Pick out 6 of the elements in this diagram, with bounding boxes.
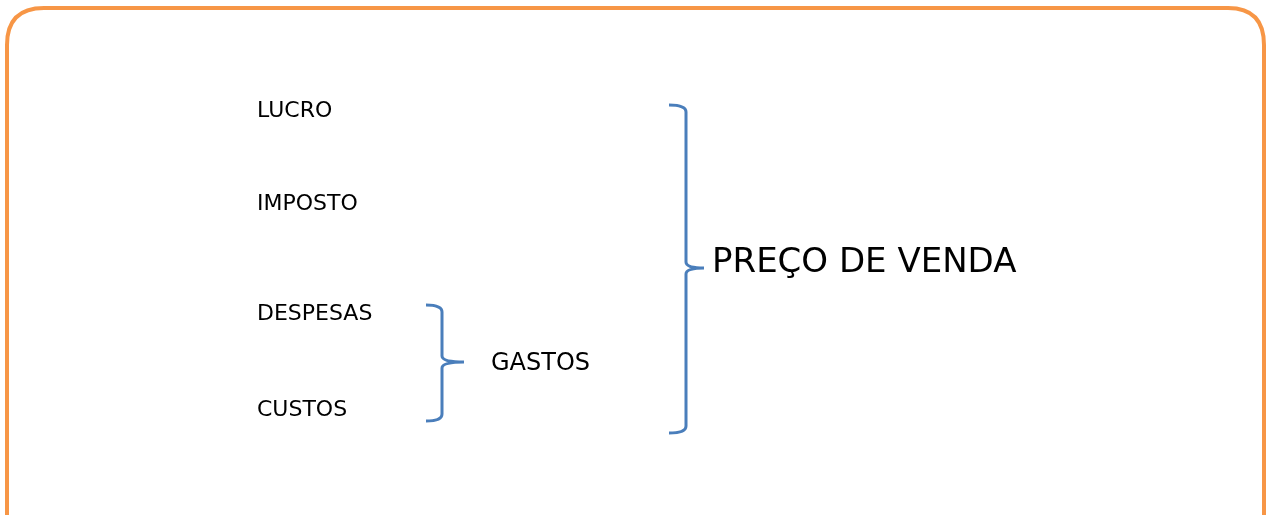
item-label: IMPOSTO — [257, 192, 358, 214]
group-label: GASTOS — [491, 350, 591, 374]
item-label: CUSTOS — [257, 398, 348, 420]
total-label: PREÇO DE VENDA — [712, 243, 1017, 277]
item-label: DESPESAS — [257, 302, 373, 324]
item-label: LUCRO — [257, 99, 333, 121]
